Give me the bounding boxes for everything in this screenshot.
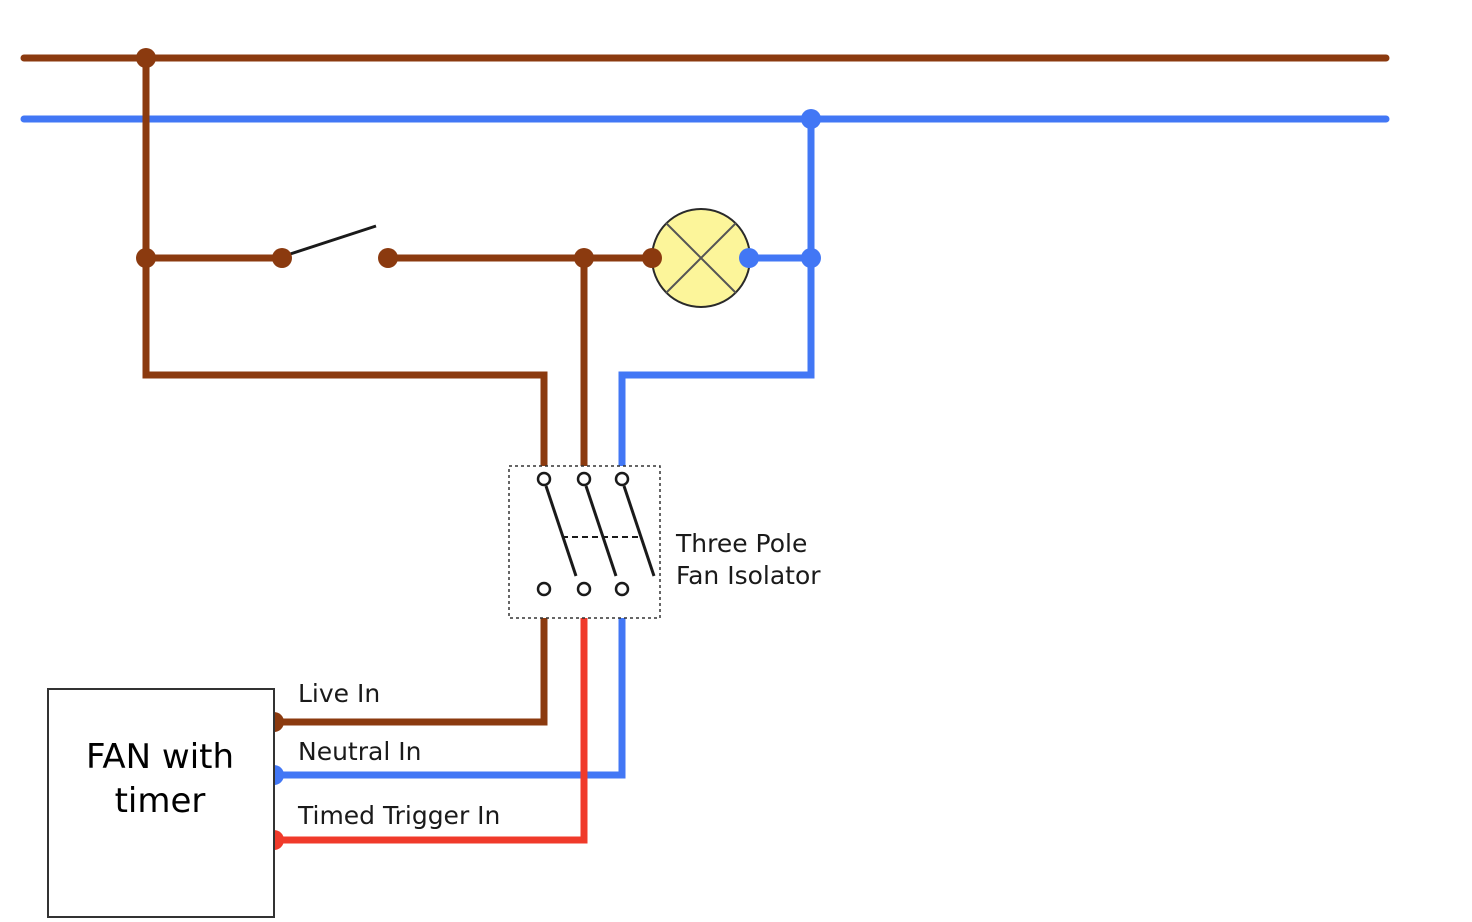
live-wiring bbox=[142, 58, 650, 726]
neutral-to-fan bbox=[274, 618, 626, 779]
trigger-to-fan bbox=[274, 618, 588, 844]
isolator-label-line1: Three Pole bbox=[675, 529, 807, 558]
lamp-terminal-dot bbox=[642, 248, 662, 268]
neutral-in-label: Neutral In bbox=[298, 737, 421, 766]
timed-trigger-in-label: Timed Trigger In bbox=[297, 801, 500, 830]
junction-dot bbox=[136, 48, 156, 68]
isolator-label-line2: Fan Isolator bbox=[676, 561, 821, 590]
lamp-terminal-dot bbox=[739, 248, 759, 268]
live-drop-to-isolator bbox=[142, 58, 548, 468]
junction-dot bbox=[801, 109, 821, 129]
neutral-to-isolator bbox=[618, 258, 815, 468]
junction-dot bbox=[574, 248, 594, 268]
switch-terminal-dot bbox=[272, 248, 292, 268]
fan-box bbox=[47, 688, 275, 918]
fan-label-line2: timer bbox=[115, 781, 206, 821]
neutral-wiring bbox=[274, 119, 815, 779]
live-in-label: Live In bbox=[298, 679, 380, 708]
live-to-fan bbox=[274, 618, 548, 726]
switch-icon bbox=[283, 224, 377, 258]
three-pole-switch-icon bbox=[508, 465, 661, 619]
junction-dot bbox=[136, 248, 156, 268]
junction-dot bbox=[801, 248, 821, 268]
fan-label-line1: FAN with bbox=[86, 737, 234, 777]
fan-unit: FAN with timer bbox=[47, 688, 275, 918]
switch-terminal-dot bbox=[378, 248, 398, 268]
lamp-icon bbox=[651, 208, 751, 308]
junction-dots bbox=[136, 48, 821, 850]
